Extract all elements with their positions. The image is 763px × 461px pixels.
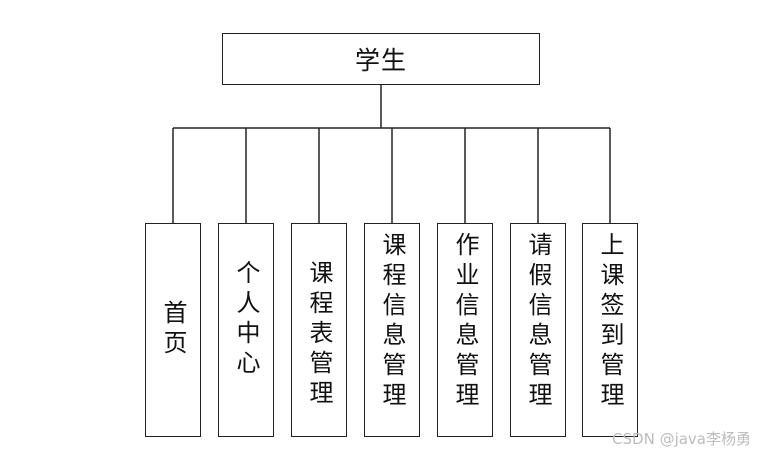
- child-node-attendance-management: 上课签到管理: [582, 223, 638, 437]
- child-node-homework-info-management: 作业信息管理: [437, 223, 493, 437]
- root-node-student: 学生: [222, 33, 540, 85]
- root-node-label: 学生: [354, 46, 407, 75]
- child-node-label-leave-info-management: 请假信息管理: [524, 232, 552, 412]
- child-node-label-attendance-management: 上课签到管理: [596, 232, 624, 412]
- child-node-course-info-management: 课程信息管理: [364, 223, 420, 437]
- child-node-home: 首页: [145, 223, 201, 437]
- child-node-label-timetable-management: 课程表管理: [305, 260, 333, 410]
- child-node-label-course-info-management: 课程信息管理: [378, 232, 406, 412]
- child-node-label-personal-center: 个人中心: [232, 260, 260, 380]
- watermark-text: CSDN @java李杨勇: [612, 430, 751, 448]
- child-node-timetable-management: 课程表管理: [291, 223, 347, 437]
- child-node-label-homework-info-management: 作业信息管理: [451, 232, 479, 412]
- child-node-personal-center: 个人中心: [218, 223, 274, 437]
- child-node-leave-info-management: 请假信息管理: [510, 223, 566, 437]
- child-node-label-home: 首页: [159, 300, 187, 360]
